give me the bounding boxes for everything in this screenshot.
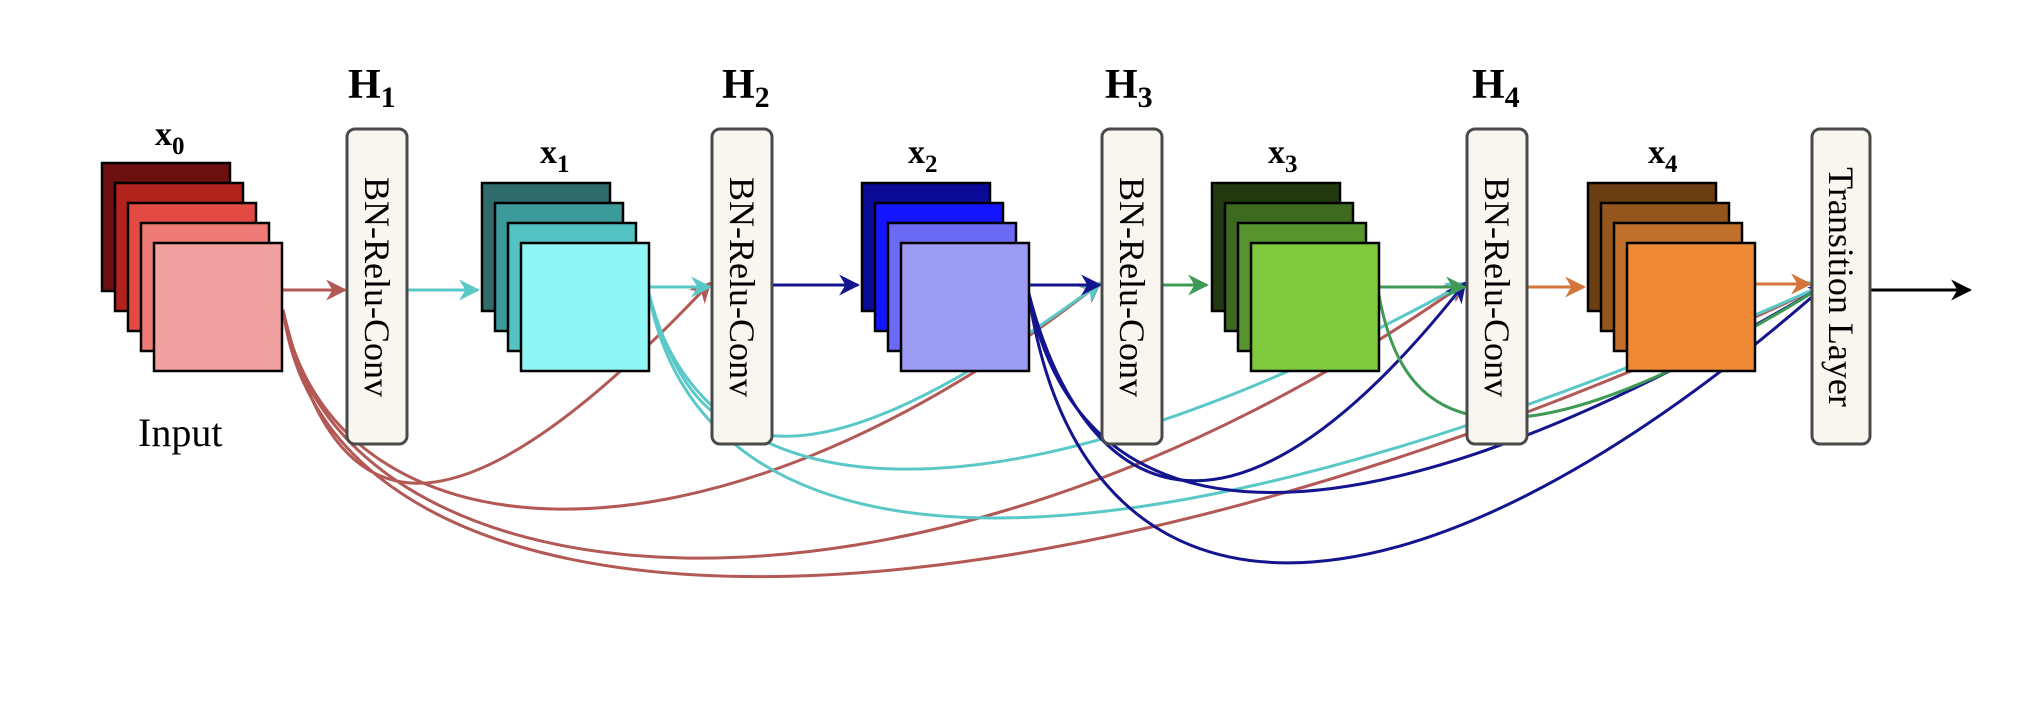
feature-map-x4: x4 xyxy=(1586,134,1757,373)
x2-label: x2 xyxy=(908,134,938,178)
skip-x2-to-transition-a xyxy=(1026,281,1830,495)
skip-x0-to-h3 xyxy=(281,281,1102,511)
h2-block xyxy=(710,127,774,446)
feature-map-x0: x0 xyxy=(100,116,284,373)
x0-label: x0 xyxy=(155,116,185,160)
input-label: Input xyxy=(138,410,222,455)
x4-label: x4 xyxy=(1648,134,1678,178)
direct-connections xyxy=(283,273,1973,301)
x1-label: x1 xyxy=(540,134,570,178)
feature-map-x3: x3 xyxy=(1210,134,1381,373)
h2-label: H2 xyxy=(722,62,770,114)
h3-block-text: BN-Relu-Conv xyxy=(1112,177,1152,397)
x2-layer-4 xyxy=(899,241,1031,373)
h4-block-text: BN-Relu-Conv xyxy=(1477,177,1517,397)
h1-block-text: BN-Relu-Conv xyxy=(357,177,397,397)
h1-label: H1 xyxy=(348,62,396,114)
h3-block xyxy=(1100,127,1164,446)
h4-block xyxy=(1465,127,1529,446)
h3-label: H3 xyxy=(1105,62,1153,114)
operation-h3: BN-Relu-Conv H3 xyxy=(1100,62,1164,446)
skip-x2-to-transition-b xyxy=(1026,281,1830,565)
transition-layer: Transition Layer xyxy=(1810,127,1872,446)
operation-h1: BN-Relu-Conv H1 xyxy=(345,62,409,446)
feature-map-x1: x1 xyxy=(480,134,651,373)
transition-block-text: Transition Layer xyxy=(1821,167,1861,407)
operation-h4: BN-Relu-Conv H4 xyxy=(1465,62,1529,446)
x3-layer-4 xyxy=(1249,241,1381,373)
skip-x0-to-h4 xyxy=(281,281,1467,560)
x1-layer-4 xyxy=(519,241,651,373)
transition-block xyxy=(1810,127,1872,446)
skip-x2-to-h4 xyxy=(1026,281,1467,483)
x3-label: x3 xyxy=(1268,134,1298,178)
operation-h2: BN-Relu-Conv H2 xyxy=(710,62,774,446)
h2-block-text: BN-Relu-Conv xyxy=(722,177,762,397)
h1-block xyxy=(345,127,409,446)
skip-x0-to-transition xyxy=(281,281,1830,579)
feature-map-x2: x2 xyxy=(860,134,1031,373)
skip-x1-to-h4 xyxy=(646,281,1467,471)
h4-label: H4 xyxy=(1472,62,1520,114)
x4-layer-4 xyxy=(1625,241,1757,373)
x0-layer-5 xyxy=(152,241,284,373)
